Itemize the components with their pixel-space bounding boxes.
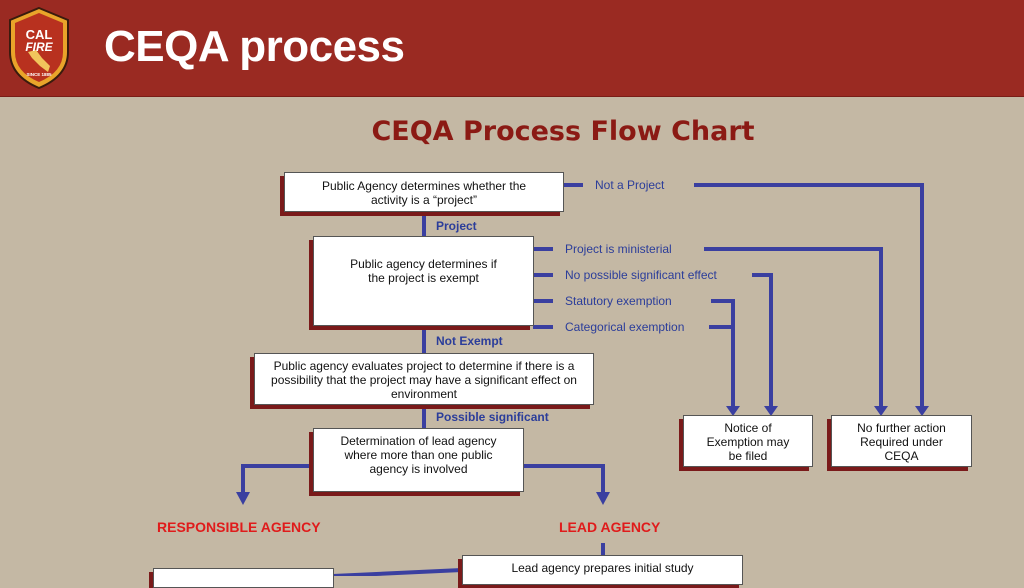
label-categorical-exemption: Categorical exemption bbox=[565, 320, 685, 334]
page-title: CEQA process bbox=[104, 22, 405, 71]
arrow-notice-2 bbox=[764, 406, 778, 416]
cal-fire-logo: CAL FIRE SINCE 1885 bbox=[9, 6, 69, 90]
connector-responsible-initial-study bbox=[332, 568, 463, 576]
box-exempt-determination: Public agency determines if the project … bbox=[313, 236, 534, 326]
label-no-significant-effect: No possible significant effect bbox=[565, 268, 717, 282]
box-no-further-action: No further action Required under CEQA bbox=[831, 415, 972, 467]
connector-to-lead bbox=[523, 464, 605, 494]
box-initial-study: Lead agency prepares initial study bbox=[462, 555, 743, 585]
connector-to-responsible bbox=[241, 464, 314, 494]
logo-cal-text: CAL bbox=[26, 27, 53, 42]
connector-not-a-project bbox=[694, 183, 924, 408]
label-project: Project bbox=[436, 219, 477, 233]
box-project-determination: Public Agency determines whether the act… bbox=[284, 172, 564, 212]
arrow-no-action-1 bbox=[874, 406, 888, 416]
box-responsible-agency-next bbox=[153, 568, 334, 588]
label-not-exempt: Not Exempt bbox=[436, 334, 503, 348]
connector-ministerial bbox=[704, 247, 883, 408]
label-statutory-exemption: Statutory exemption bbox=[565, 294, 672, 308]
arrow-responsible bbox=[236, 492, 250, 505]
connector-statutory bbox=[711, 299, 735, 408]
box-notice-of-exemption: Notice of Exemption may be filed bbox=[683, 415, 813, 467]
header-bar: CAL FIRE SINCE 1885 CEQA process bbox=[0, 0, 1024, 97]
connector-no-effect bbox=[752, 273, 773, 408]
arrow-lead bbox=[596, 492, 610, 505]
flow-connectors bbox=[236, 183, 929, 576]
logo-since-text: SINCE 1885 bbox=[26, 72, 52, 77]
box-lead-agency-determination: Determination of lead agency where more … bbox=[313, 428, 524, 492]
arrow-notice-1 bbox=[726, 406, 740, 416]
arrow-no-action-2 bbox=[915, 406, 929, 416]
label-not-a-project: Not a Project bbox=[595, 178, 665, 192]
label-possible-significant: Possible significant bbox=[436, 410, 549, 424]
label-lead-agency: LEAD AGENCY bbox=[559, 519, 661, 535]
box-evaluate-effect: Public agency evaluates project to deter… bbox=[254, 353, 594, 405]
label-responsible-agency: RESPONSIBLE AGENCY bbox=[157, 519, 321, 535]
chart-title: CEQA Process Flow Chart bbox=[371, 116, 755, 147]
logo-fire-text: FIRE bbox=[25, 40, 53, 54]
label-ministerial: Project is ministerial bbox=[565, 242, 672, 256]
